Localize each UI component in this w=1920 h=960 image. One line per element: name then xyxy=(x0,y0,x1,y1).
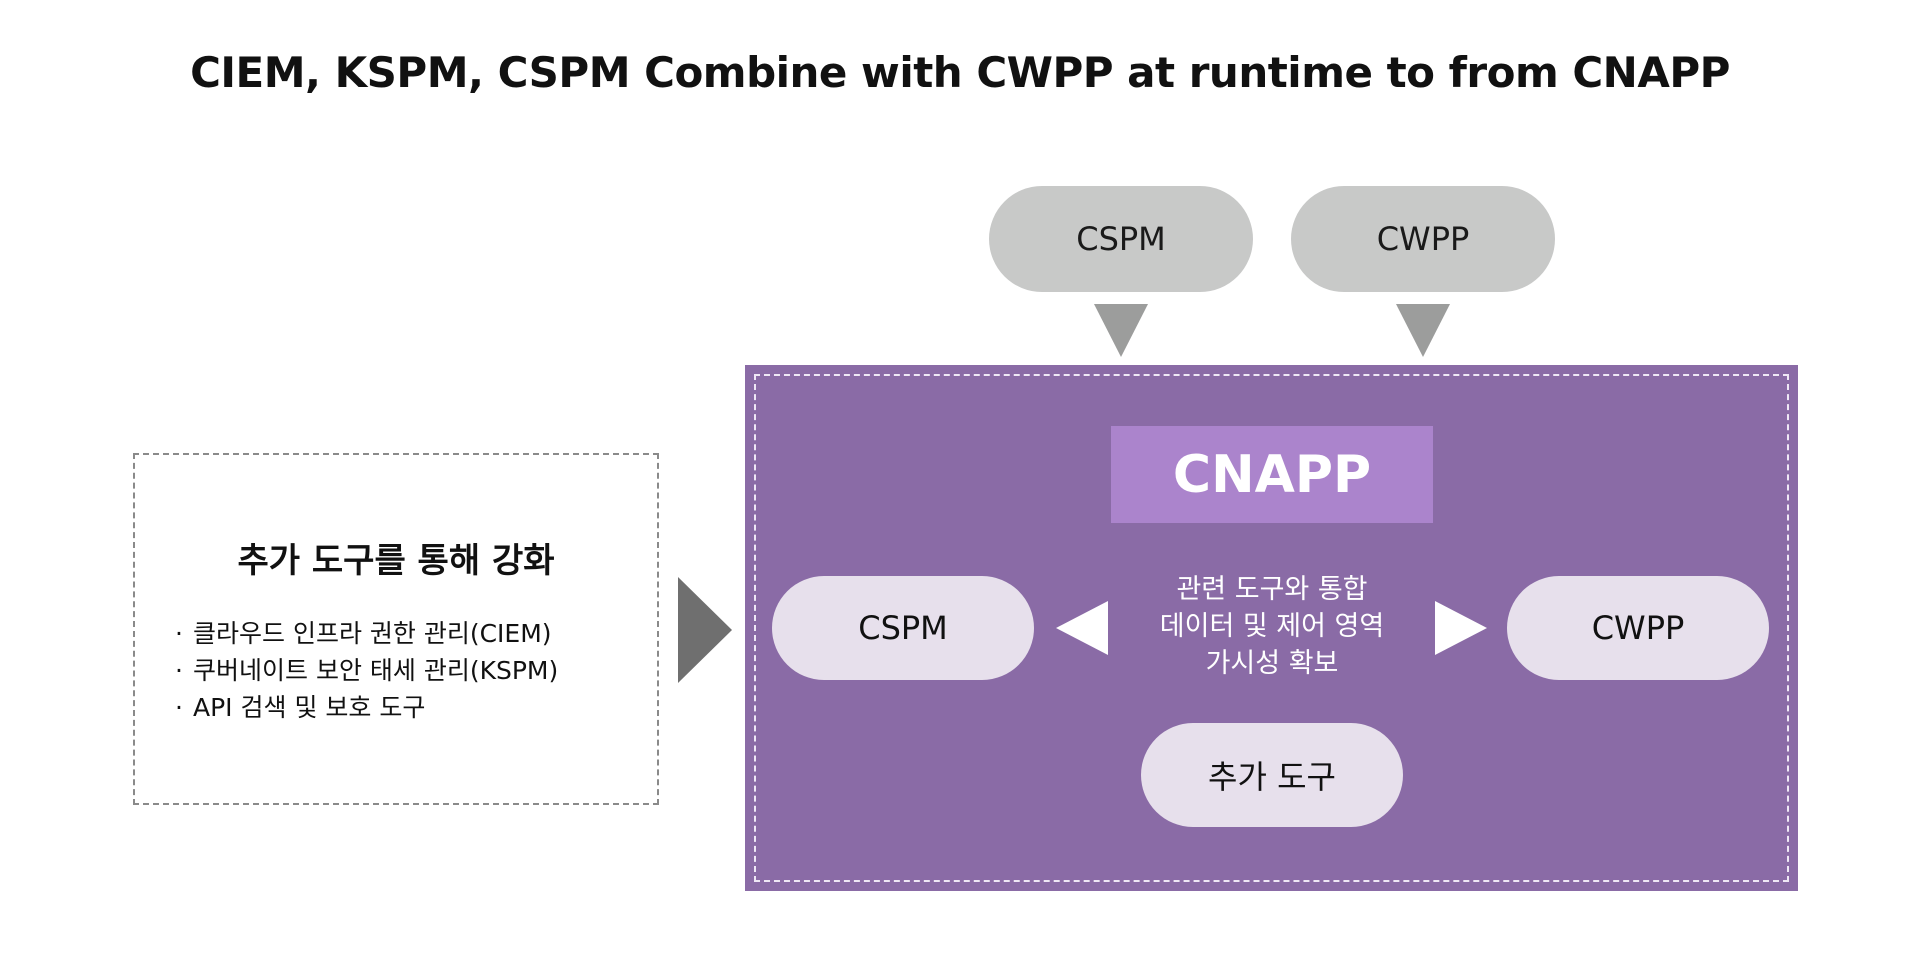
list-item-text: API 검색 및 보호 도구 xyxy=(193,693,426,722)
description-line: 데이터 및 제어 영역 xyxy=(1159,611,1385,642)
list-item: · 클라우드 인프라 권한 관리(CIEM) xyxy=(175,615,558,652)
bullet-dot: · xyxy=(175,619,183,648)
list-item-text: 쿠버네이트 보안 태세 관리(KSPM) xyxy=(193,656,559,685)
additional-tools-pill: 추가 도구 xyxy=(1141,723,1403,827)
list-item: · 쿠버네이트 보안 태세 관리(KSPM) xyxy=(175,652,558,689)
cnapp-panel: CNAPP CSPM 관련 도구와 통합 데이터 및 제어 영역 가시성 확보 … xyxy=(745,365,1798,891)
down-arrow-icon xyxy=(1094,304,1148,357)
bullet-dot: · xyxy=(175,656,183,685)
description-line: 가시성 확보 xyxy=(1205,648,1339,679)
bullet-dot: · xyxy=(175,693,183,722)
down-arrow-icon xyxy=(1396,304,1450,357)
left-arrow-icon xyxy=(1056,601,1108,655)
top-cspm-pill: CSPM xyxy=(989,186,1253,292)
right-arrow-icon xyxy=(678,577,732,683)
enhancement-heading: 추가 도구를 통해 강화 xyxy=(237,541,555,581)
list-item: · API 검색 및 보호 도구 xyxy=(175,689,558,726)
cnapp-title-box: CNAPP xyxy=(1111,426,1433,523)
integration-description: 관련 도구와 통합 데이터 및 제어 영역 가시성 확보 xyxy=(1111,571,1433,682)
cnapp-panel-dashed-border xyxy=(754,374,1789,882)
list-item-text: 클라우드 인프라 권한 관리(CIEM) xyxy=(193,619,552,648)
page-title: CIEM, KSPM, CSPM Combine with CWPP at ru… xyxy=(190,48,1730,97)
top-cwpp-pill: CWPP xyxy=(1291,186,1555,292)
enhancement-list: · 클라우드 인프라 권한 관리(CIEM) · 쿠버네이트 보안 태세 관리(KS… xyxy=(175,615,558,726)
description-line: 관련 도구와 통합 xyxy=(1176,574,1368,605)
cwpp-pill: CWPP xyxy=(1507,576,1769,680)
right-arrow-icon xyxy=(1435,601,1487,655)
cspm-pill: CSPM xyxy=(772,576,1034,680)
enhancement-tools-box: 추가 도구를 통해 강화 · 클라우드 인프라 권한 관리(CIEM) · 쿠버네이… xyxy=(133,453,659,805)
